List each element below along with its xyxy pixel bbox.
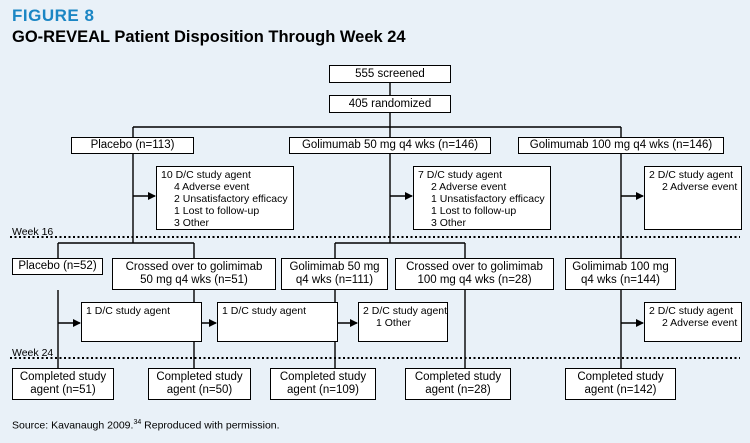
box-line: agent (n=51)	[30, 384, 96, 396]
completed-golimumab50-box: Completed study agent (n=109)	[270, 368, 376, 400]
crossed50-week16-box: Crossed over to golimimab 50 mg q4 wks (…	[112, 258, 276, 290]
source-note: Source: Kavanaugh 2009.34 Reproduced wit…	[12, 419, 280, 432]
dc-line: 1 Lost to follow-up	[431, 205, 517, 217]
dc-line: 1 Other	[376, 317, 412, 329]
dc-line: 1 Lost to follow-up	[174, 205, 260, 217]
golimumab100-week16-box: Golimimab 100 mg q4 wks (n=144)	[565, 258, 676, 290]
box-line: agent (n=28)	[425, 384, 491, 396]
box-line: Completed study	[156, 371, 243, 383]
dc-line: 2 Adverse event	[662, 317, 738, 329]
figure-label: FIGURE 8	[12, 6, 95, 25]
dc-line: 2 D/C study agent	[649, 169, 734, 181]
randomized-box: 405 randomized	[329, 95, 451, 113]
box-line: q4 wks (n=144)	[581, 274, 660, 286]
discontinuation-box-golimumab50: 7 D/C study agent 2 Adverse event 1 Unsa…	[413, 166, 551, 230]
placebo-week16-box: Placebo (n=52)	[12, 258, 103, 275]
box-line: 100 mg q4 wks (n=28)	[417, 274, 532, 286]
source-ref: 34	[133, 419, 142, 426]
box-line: agent (n=142)	[584, 384, 657, 396]
figure-title: GO-REVEAL Patient Disposition Through We…	[12, 28, 406, 46]
placebo-arm-box: Placebo (n=113)	[71, 137, 194, 154]
crossed100-week16-box: Crossed over to golimimab 100 mg q4 wks …	[395, 258, 554, 290]
box-line: agent (n=109)	[287, 384, 359, 396]
dc-line: 2 Adverse event	[662, 181, 738, 193]
dc-line: 3 Other	[431, 217, 467, 229]
golimumab50-arm-box: Golimumab 50 mg q4 wks (n=146)	[289, 137, 491, 154]
dc-line: 1 D/C study agent	[86, 305, 171, 317]
discontinuation-box-crossed50-week24: 1 D/C study agent	[217, 302, 338, 342]
week24-label: Week 24	[12, 347, 54, 359]
completed-golimumab100-box: Completed study agent (n=142)	[565, 368, 676, 400]
box-line: Completed study	[279, 371, 367, 383]
discontinuation-box-golimumab50-week24: 2 D/C study agent 1 Other	[358, 302, 448, 342]
completed-crossed50-box: Completed study agent (n=50)	[148, 368, 251, 400]
box-line: q4 wks (n=111)	[295, 274, 374, 286]
box-line: Crossed over to golimimab	[406, 261, 543, 273]
discontinuation-box-golimumab100-week24: 2 D/C study agent 2 Adverse event	[644, 302, 742, 342]
box-line: Completed study	[414, 371, 502, 383]
discontinuation-box-placebo: 10 D/C study agent 4 Adverse event 2 Uns…	[156, 166, 294, 230]
box-line: agent (n=50)	[166, 384, 233, 396]
box-line: 50 mg q4 wks (n=51)	[140, 274, 248, 286]
box-line: Crossed over to golimimab	[125, 261, 263, 273]
box-line: Completed study	[577, 371, 664, 383]
dc-line: 2 D/C study agent	[649, 305, 734, 317]
box-line: Completed study	[19, 371, 107, 383]
source-text: Source: Kavanaugh 2009.	[12, 419, 134, 432]
dc-line: 2 Adverse event	[431, 181, 507, 193]
discontinuation-box-placebo-week24: 1 D/C study agent	[81, 302, 202, 342]
dc-line: 4 Adverse event	[174, 181, 250, 193]
dc-line: 1 Unsatisfactory efficacy	[431, 193, 545, 205]
dc-line: 2 D/C study agent	[363, 305, 448, 317]
screened-box: 555 screened	[329, 65, 451, 83]
dc-line: 7 D/C study agent	[418, 169, 503, 181]
dc-line: 3 Other	[174, 217, 210, 229]
box-line: Golimimab 100 mg	[572, 261, 669, 273]
dc-line: 10 D/C study agent	[161, 169, 251, 181]
completed-placebo-box: Completed study agent (n=51)	[12, 368, 114, 400]
completed-crossed100-box: Completed study agent (n=28)	[405, 368, 511, 400]
dc-line: 1 D/C study agent	[222, 305, 307, 317]
golimumab100-arm-box: Golimumab 100 mg q4 wks (n=146)	[518, 137, 724, 154]
golimumab50-week16-box: Golimimab 50 mg q4 wks (n=111)	[281, 258, 388, 290]
week16-label: Week 16	[12, 226, 54, 238]
discontinuation-box-golimumab100: 2 D/C study agent 2 Adverse event	[644, 166, 742, 230]
source-suffix: Reproduced with permission.	[141, 419, 280, 432]
box-line: Golimimab 50 mg	[289, 261, 380, 273]
dc-line: 2 Unsatisfactory efficacy	[174, 193, 288, 205]
